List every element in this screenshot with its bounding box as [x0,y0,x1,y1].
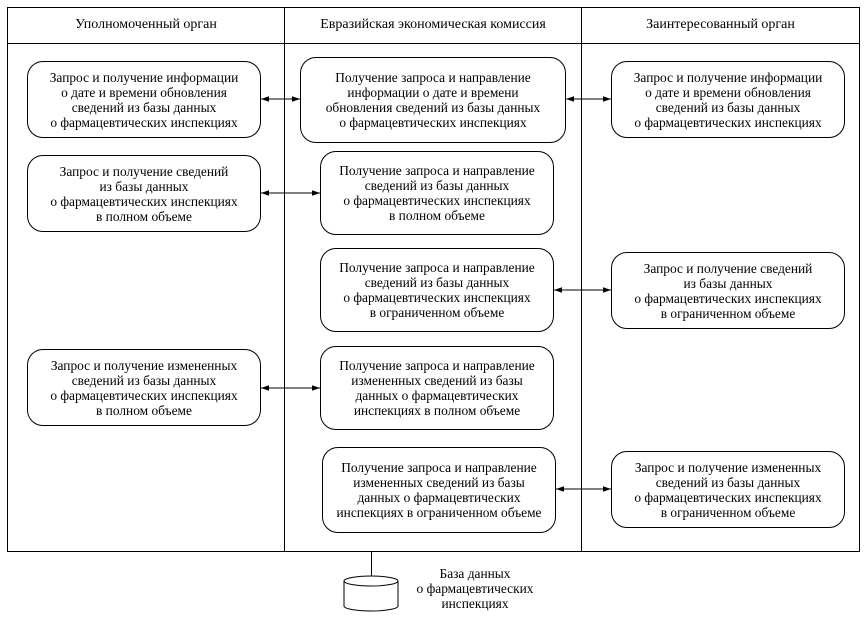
commission-send-changed-limited-data: Получение запроса и направление измененн… [322,447,556,533]
database-cylinder-icon [343,575,399,612]
column-header-commission: Евразийская экономическая комиссия [320,17,546,32]
commission-send-changed-full-data: Получение запроса и направление измененн… [320,346,554,430]
database-label: База данных о фармацевтических инспекция… [416,566,534,611]
interested-request-changed-limited-data: Запрос и получение измененных сведений и… [611,451,845,528]
commission-send-limited-data: Получение запроса и направление сведений… [320,248,554,332]
commission-send-update-info: Получение запроса и направление информац… [300,57,566,143]
interested-request-limited-data: Запрос и получение сведений из базы данн… [611,252,845,329]
column-header-authorized: Уполномоченный орган [75,17,217,32]
authorized-request-changed-full-data: Запрос и получение измененных сведений и… [27,349,261,426]
authorized-request-full-data: Запрос и получение сведений из базы данн… [27,155,261,232]
commission-send-full-data: Получение запроса и направление сведений… [320,151,554,235]
column-header-interested: Заинтересованный орган [646,17,795,32]
authorized-request-update-info: Запрос и получение информации о дате и в… [27,61,261,138]
swimlane-frame [7,7,860,552]
interested-request-update-info: Запрос и получение информации о дате и в… [611,61,845,138]
